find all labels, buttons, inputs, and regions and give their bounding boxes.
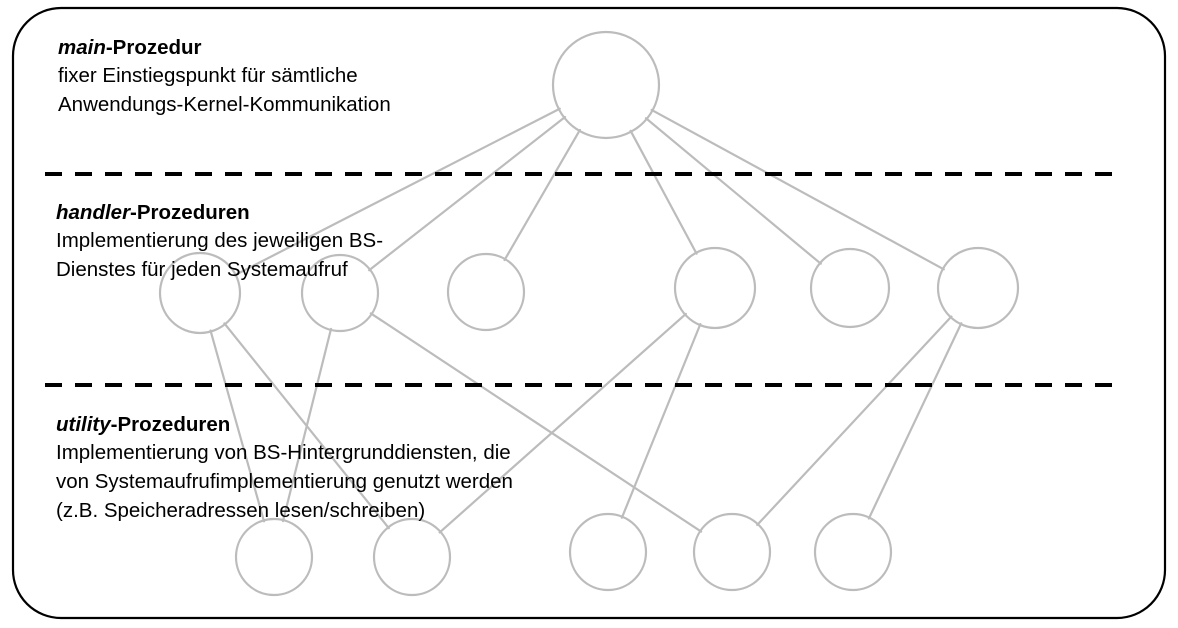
section-utility-title-suffix: -Prozeduren xyxy=(110,413,231,436)
section-utility-line-1: Implementierung von BS-Hintergrunddienst… xyxy=(56,441,511,464)
graph-edge xyxy=(503,128,582,262)
section-handler-line-2: Dienstes für jeden Systemaufruf xyxy=(56,258,348,281)
section-utility-line-2: von Systemaufrufimplementierung genutzt … xyxy=(56,470,513,493)
section-main-line-1: fixer Einstiegspunkt für sämtliche xyxy=(58,64,358,87)
graph-edge xyxy=(650,108,945,271)
graph-edge xyxy=(644,117,822,265)
section-utility-keyword: utility xyxy=(56,413,111,436)
node-handler-3[interactable] xyxy=(446,252,526,332)
graph-edge xyxy=(368,115,567,272)
node-utility-1[interactable] xyxy=(234,517,314,597)
graph-edge xyxy=(629,129,698,255)
section-handler-title-suffix: -Prozeduren xyxy=(130,201,250,224)
section-handler: handler-Prozeduren Implementierung des j… xyxy=(56,200,383,284)
section-main-line-2: Anwendungs-Kernel-Kommunikation xyxy=(58,93,391,116)
graph-edge xyxy=(620,323,702,519)
section-handler-keyword: handler xyxy=(56,201,131,224)
node-layer xyxy=(158,30,1020,597)
outer-frame xyxy=(11,6,1167,620)
node-main-1[interactable] xyxy=(551,30,661,140)
section-main-keyword: main xyxy=(58,36,106,59)
graph-edge xyxy=(233,107,561,277)
section-utility-title: utility-Prozeduren xyxy=(56,412,513,438)
section-handler-line-1: Implementierung des jeweiligen BS- xyxy=(56,229,384,252)
section-handler-title: handler-Prozeduren xyxy=(56,200,383,226)
graph-edge xyxy=(867,322,963,520)
node-utility-5[interactable] xyxy=(813,512,893,592)
section-utility-line-3: (z.B. Speicheradressen lesen/schreiben) xyxy=(56,499,426,522)
section-main-title: main-Prozedur xyxy=(58,35,391,61)
node-handler-5[interactable] xyxy=(809,247,891,329)
node-handler-4[interactable] xyxy=(673,246,757,330)
section-main: main-Prozedur fixer Einstiegspunkt für s… xyxy=(58,35,391,119)
node-utility-2[interactable] xyxy=(372,517,452,597)
graph-edge xyxy=(209,329,266,523)
node-utility-4[interactable] xyxy=(692,512,772,592)
section-utility: utility-Prozeduren Implementierung von B… xyxy=(56,412,513,525)
section-main-title-suffix: -Prozedur xyxy=(105,36,202,59)
node-handler-1[interactable] xyxy=(158,251,242,335)
graph-edge xyxy=(756,315,953,527)
graph-edge xyxy=(438,312,687,534)
frame-layer xyxy=(11,6,1167,620)
node-handler-2[interactable] xyxy=(300,253,380,333)
edge-layer xyxy=(209,107,963,534)
graph-edge xyxy=(281,327,333,523)
node-handler-6[interactable] xyxy=(936,246,1020,330)
node-utility-3[interactable] xyxy=(568,512,648,592)
graph-edge xyxy=(369,312,703,533)
